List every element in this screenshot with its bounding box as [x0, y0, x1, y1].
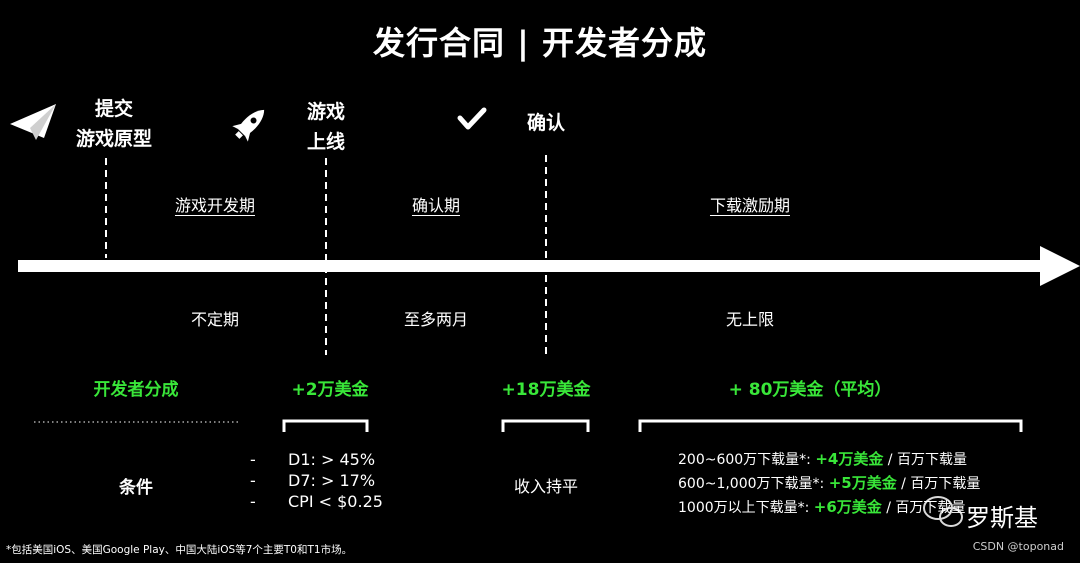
timeline-arrow-shaft — [18, 260, 1050, 272]
confirm-bracket — [501, 419, 590, 432]
tier-row: 600~1,000万下载量*: +5万美金 / 百万下载量 — [678, 474, 981, 492]
credit: CSDN @toponad — [972, 540, 1064, 553]
confirm-condition: 收入持平 — [513, 477, 578, 496]
download-tier-list: 200~600万下载量*: +4万美金 / 百万下载量 600~1,000万下载… — [678, 448, 980, 520]
wechat-icon — [923, 496, 963, 527]
launch-bracket — [282, 419, 369, 432]
revenue-download: + 80万美金（平均） — [728, 380, 892, 400]
milestone-launch-label: 游戏上线 — [306, 101, 345, 153]
conditions-label: 条件 — [119, 478, 153, 498]
download-bracket — [638, 419, 1023, 432]
paper-plane-icon — [10, 104, 56, 140]
timeline-arrow-head — [1040, 246, 1080, 286]
footnote: *包括美国iOS、美国Google Play、中国大陆iOS等7个主要T0和T1… — [6, 544, 353, 556]
condition-item: -D1: > 45% — [250, 450, 376, 469]
revenue-confirm: +18万美金 — [501, 380, 591, 400]
revenue-label: 开发者分成 — [93, 380, 179, 400]
duration-confirm: 至多两月 — [403, 310, 468, 329]
phase-dev: 游戏开发期 — [174, 196, 255, 215]
rocket-icon — [232, 109, 265, 142]
tier-row: 200~600万下载量*: +4万美金 / 百万下载量 — [678, 450, 967, 468]
duration-download: 无上限 — [725, 310, 774, 329]
duration-dev: 不定期 — [190, 310, 239, 329]
phase-confirm: 确认期 — [411, 196, 460, 215]
launch-conditions-list: -D1: > 45% -D7: > 17% -CPI < $0.25 — [250, 449, 470, 512]
watermark: 罗斯基 — [966, 504, 1038, 532]
tier-row: 1000万以上下载量*: +6万美金 / 百万下载量 — [678, 498, 966, 516]
phase-download: 下载激励期 — [709, 196, 790, 215]
checkmark-icon — [457, 107, 487, 130]
revenue-launch: +2万美金 — [291, 380, 369, 400]
condition-item: -CPI < $0.25 — [250, 492, 383, 511]
milestone-submit-label: 提交游戏原型 — [75, 98, 152, 150]
condition-item: -D7: > 17% — [250, 471, 376, 490]
milestone-confirm-label: 确认 — [526, 112, 565, 134]
page-title: 发行合同 | 开发者分成 — [373, 24, 707, 62]
